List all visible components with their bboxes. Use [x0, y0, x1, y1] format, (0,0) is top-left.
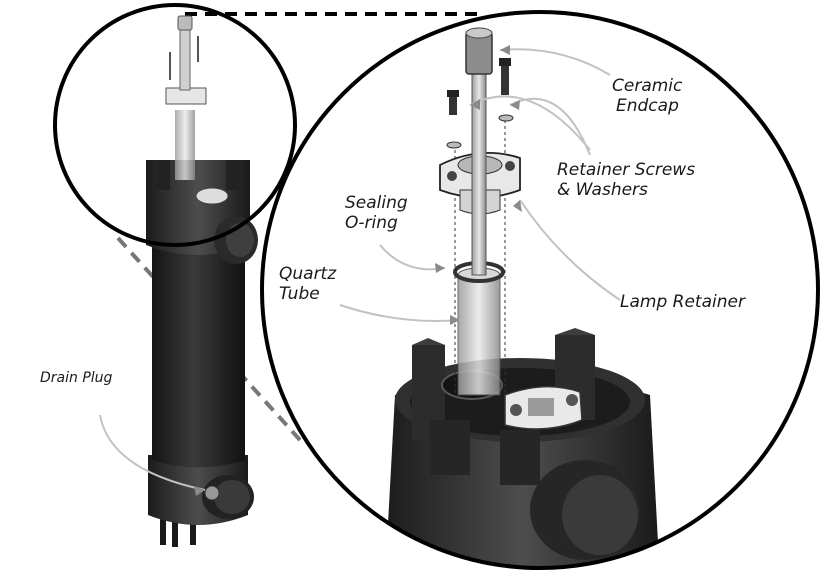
- leader-arrowheads: [194, 45, 522, 496]
- label-sealing-o-ring-line1: Sealing: [345, 193, 408, 213]
- retainer-screws-and-washers-part: [446, 58, 514, 149]
- quartz-tube-part: [457, 267, 501, 396]
- label-retainer-screws: Retainer Screws & Washers: [557, 160, 695, 201]
- label-ceramic-endcap: Ceramic Endcap: [612, 76, 682, 117]
- label-quartz-tube-line1: Quartz: [279, 264, 337, 284]
- label-ceramic-endcap-line1: Ceramic: [612, 76, 683, 96]
- detail-callout-small-circle: [53, 3, 297, 247]
- leader-lines: [99, 48, 621, 491]
- label-quartz-tube: Quartz Tube: [279, 264, 336, 305]
- full-uv-sterilizer-unit: [146, 15, 258, 547]
- label-lamp-retainer: Lamp Retainer: [620, 292, 745, 312]
- label-sealing-o-ring: Sealing O-ring: [345, 193, 408, 234]
- alignment-dashed-lines: [454, 120, 506, 395]
- label-sealing-o-ring-line2: O-ring: [345, 213, 398, 234]
- zoom-connector-lines: [116, 12, 480, 442]
- label-drain-plug: Drain Plug: [40, 370, 113, 386]
- housing-lamp-plate: [504, 385, 583, 430]
- drain-plug-part: [204, 485, 220, 501]
- label-retainer-screws-line1: Retainer Screws: [557, 160, 696, 180]
- label-ceramic-endcap-line2: Endcap: [616, 96, 679, 117]
- ceramic-endcap-part: [465, 27, 493, 75]
- detail-callout-big-circle: [260, 10, 820, 570]
- label-retainer-screws-line2: & Washers: [557, 180, 648, 201]
- label-quartz-tube-line2: Tube: [279, 284, 320, 305]
